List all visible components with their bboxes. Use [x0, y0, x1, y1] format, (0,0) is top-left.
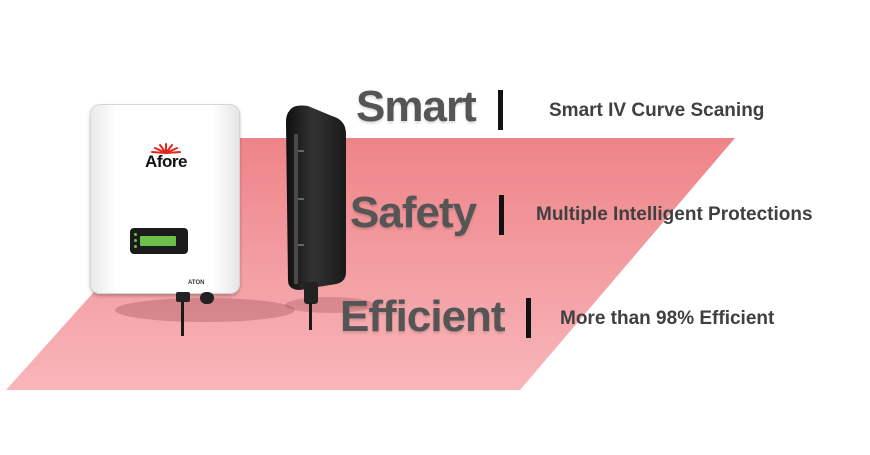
- status-led-icon: [134, 233, 137, 236]
- divider-bar: [499, 195, 504, 235]
- divider-bar: [498, 90, 503, 130]
- status-led-icon: [134, 239, 137, 242]
- brand-logo: Afore: [136, 142, 196, 172]
- feature-description-safety: Multiple Intelligent Protections: [536, 204, 813, 225]
- status-led-icon: [134, 245, 137, 248]
- lcd-screen: [140, 236, 176, 246]
- feature-heading-safety: Safety: [350, 188, 477, 237]
- inverter-front-image: Afore ATON: [90, 104, 240, 294]
- brand-name: Afore: [145, 152, 187, 171]
- sunburst-icon: [151, 143, 181, 154]
- feature-heading-efficient: Efficient: [340, 292, 506, 341]
- cable: [181, 302, 184, 336]
- connector: [200, 292, 214, 304]
- inverter-side-image: [286, 105, 346, 330]
- display-panel: [130, 228, 188, 254]
- model-label: ATON: [188, 280, 205, 286]
- connector: [176, 292, 190, 302]
- feature-description-smart: Smart IV Curve Scaning: [549, 100, 765, 121]
- divider-bar: [526, 298, 531, 338]
- feature-description-efficient: More than 98% Efficient: [560, 308, 775, 329]
- feature-heading-smart: Smart: [356, 82, 477, 131]
